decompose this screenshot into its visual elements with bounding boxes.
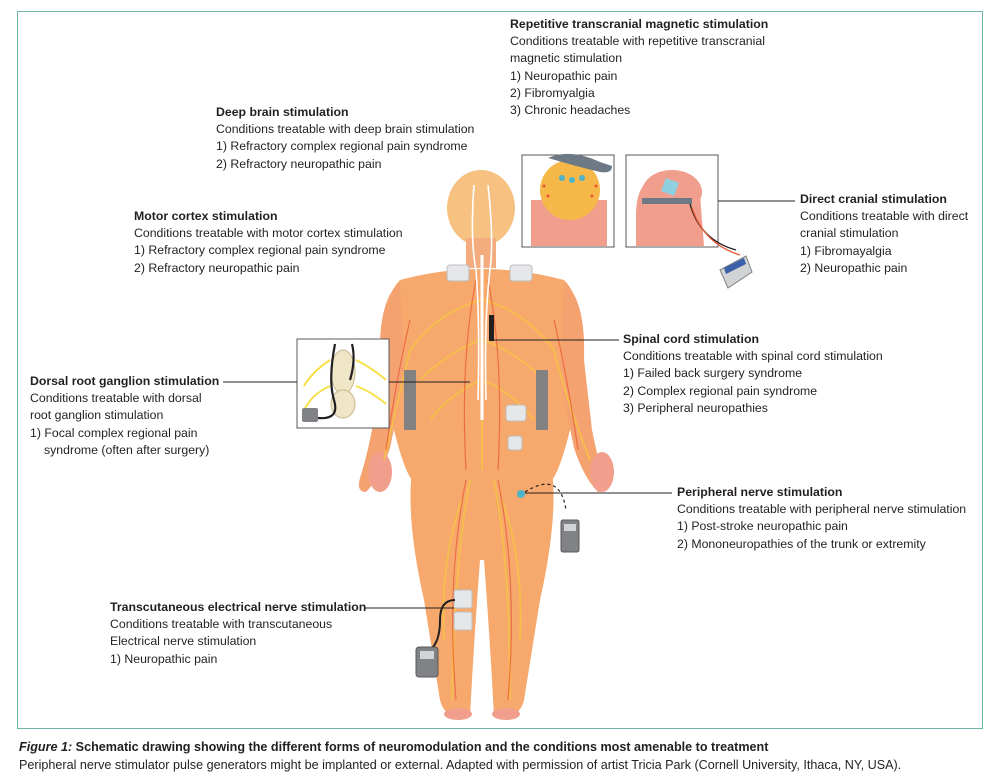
rtms-inset [521,153,615,248]
dbs-line: 2) Refractory neuropathic pain [216,156,382,171]
dbs-callout: Deep brain stimulation Conditions treata… [216,104,474,173]
figure-caption: Figure 1: Schematic drawing showing the … [19,738,994,774]
caption-title: Schematic drawing showing the different … [72,740,769,754]
tens-title: Transcutaneous electrical nerve stimulat… [110,600,367,614]
dbs-title: Deep brain stimulation [216,105,349,119]
rtms-line: 2) Fibromyalgia [510,85,595,100]
rtms-line: magnetic stimulation [510,51,623,66]
dbs-line: 1) Refractory complex regional pain synd… [216,139,468,154]
drg-title: Dorsal root ganglion stimulation [30,374,220,388]
mcs-callout: Motor cortex stimulation Conditions trea… [134,208,403,277]
dcs-line: Conditions treatable with direct [800,209,969,224]
rtms-callout: Repetitive transcranial magnetic stimula… [510,16,768,119]
scs-line: Conditions treatable with spinal cord st… [623,349,883,364]
human-body [358,170,614,720]
rtms-line: 3) Chronic headaches [510,103,631,118]
leader-lines [223,200,795,609]
scs-line: 3) Peripheral neuropathies [623,400,768,415]
dcs-callout: Direct cranial stimulation Conditions tr… [800,191,968,277]
drg-line: root ganglion stimulation [30,408,164,423]
mcs-title: Motor cortex stimulation [134,209,278,223]
rtms-line: 1) Neuropathic pain [510,68,618,83]
dcs-line: cranial stimulation [800,226,899,241]
tens-line: Conditions treatable with transcutaneous [110,617,333,632]
scs-callout: Spinal cord stimulation Conditions treat… [623,331,883,417]
drg-inset [296,338,390,429]
figure-frame [17,11,983,729]
caption-title-line: Figure 1: Schematic drawing showing the … [19,738,994,756]
tens-line: 1) Neuropathic pain [110,651,218,666]
pns-line: 2) Mononeuropathies of the trunk or extr… [677,536,926,551]
dcs-line: 2) Neuropathic pain [800,260,908,275]
pns-title: Peripheral nerve stimulation [677,485,843,499]
scs-title: Spinal cord stimulation [623,332,759,346]
dcs-inset [625,154,753,289]
drg-line: 1) Focal complex regional pain [30,425,198,440]
mcs-line: 1) Refractory complex regional pain synd… [134,243,386,258]
scs-line: 1) Failed back surgery syndrome [623,366,803,381]
mcs-line: Conditions treatable with motor cortex s… [134,226,403,241]
drg-line: Conditions treatable with dorsal [30,391,202,406]
implant-devices [404,184,580,678]
drg-callout: Dorsal root ganglion stimulation Conditi… [30,373,219,459]
dcs-title: Direct cranial stimulation [800,192,947,206]
tens-callout: Transcutaneous electrical nerve stimulat… [110,599,366,668]
pns-line: 1) Post-stroke neuropathic pain [677,519,848,534]
caption-note: Peripheral nerve stimulator pulse genera… [19,758,902,772]
rtms-title: Repetitive transcranial magnetic stimula… [510,17,769,31]
dcs-line: 1) Fibromayalgia [800,243,892,258]
caption-label: Figure 1: [19,740,73,754]
mcs-line: 2) Refractory neuropathic pain [134,260,300,275]
tens-line: Electrical nerve stimulation [110,634,257,649]
rtms-line: Conditions treatable with repetitive tra… [510,34,765,49]
drg-line: syndrome (often after surgery) [44,442,210,457]
pns-line: Conditions treatable with peripheral ner… [677,502,967,517]
pns-callout: Peripheral nerve stimulation Conditions … [677,484,966,553]
scs-line: 2) Complex regional pain syndrome [623,383,818,398]
dbs-line: Conditions treatable with deep brain sti… [216,122,475,137]
